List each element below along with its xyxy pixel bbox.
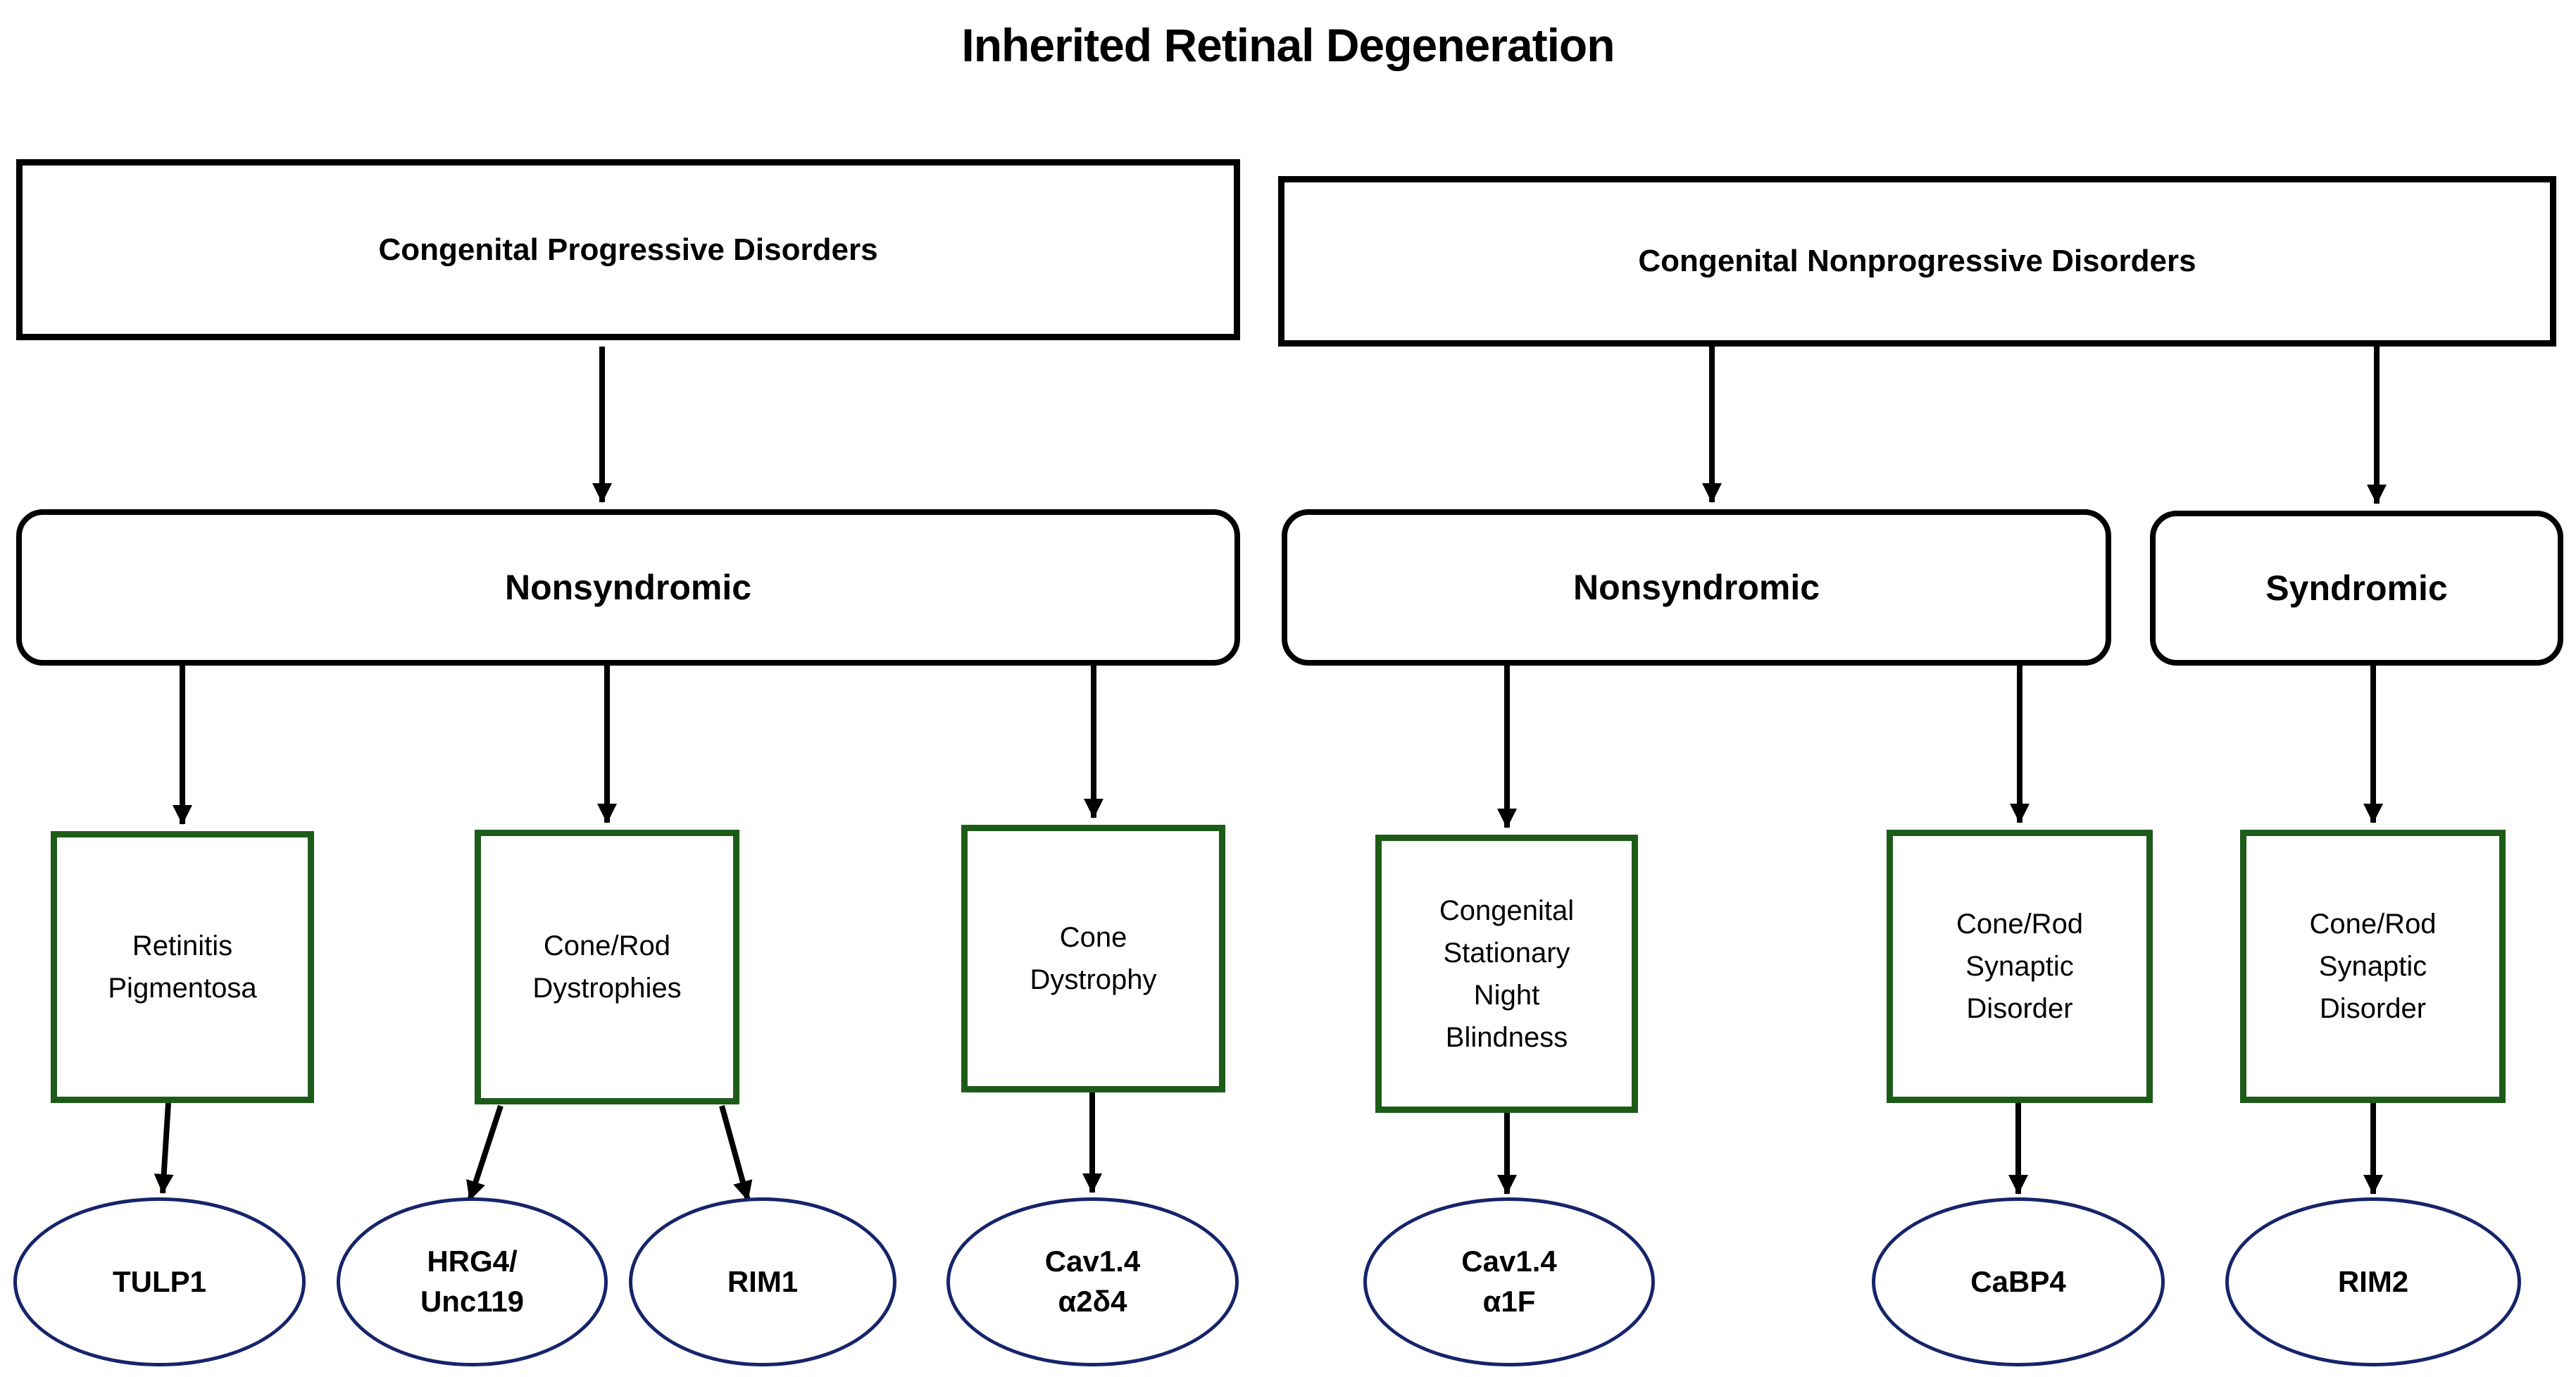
node-nonsyndromic-progressive: Nonsyndromic bbox=[16, 509, 1240, 666]
node-gene-rim2: RIM2 bbox=[2225, 1197, 2521, 1366]
node-congenital-stationary-night-blindness: Congenital Stationary Night Blindness bbox=[1375, 835, 1638, 1113]
arrow-crd-hrg4 bbox=[466, 1104, 504, 1202]
node-gene-rim1: RIM1 bbox=[629, 1197, 896, 1366]
node-syndromic: Syndromic bbox=[2150, 511, 2563, 666]
arrow-rp-tulp1 bbox=[154, 1102, 174, 1194]
node-retinitis-pigmentosa: Retinitis Pigmentosa bbox=[51, 831, 314, 1103]
node-gene-cav1-4-a2d4: Cav1.4 α2δ4 bbox=[946, 1197, 1239, 1366]
node-cone-rod-synaptic-disorder-syndromic: Cone/Rod Synaptic Disorder bbox=[2240, 830, 2506, 1103]
node-cone-dystrophy: Cone Dystrophy bbox=[961, 825, 1225, 1092]
node-gene-cabp4: CaBP4 bbox=[1872, 1197, 2165, 1366]
diagram-title: Inherited Retinal Degeneration bbox=[961, 19, 1615, 71]
node-gene-tulp1: TULP1 bbox=[13, 1197, 306, 1366]
node-gene-cav1-4-a1f: Cav1.4 α1F bbox=[1363, 1197, 1655, 1366]
node-cone-rod-dystrophies: Cone/Rod Dystrophies bbox=[475, 830, 739, 1104]
node-congenital-progressive-disorders: Congenital Progressive Disorders bbox=[16, 159, 1240, 340]
node-cone-rod-synaptic-disorder-nonsyndromic: Cone/Rod Synaptic Disorder bbox=[1887, 830, 2153, 1103]
arrow-crd-rim1 bbox=[719, 1104, 753, 1202]
node-nonsyndromic-nonprogressive: Nonsyndromic bbox=[1282, 509, 2111, 666]
node-gene-hrg4-unc119: HRG4/ Unc119 bbox=[337, 1197, 608, 1366]
node-congenital-nonprogressive-disorders: Congenital Nonprogressive Disorders bbox=[1278, 176, 2556, 347]
